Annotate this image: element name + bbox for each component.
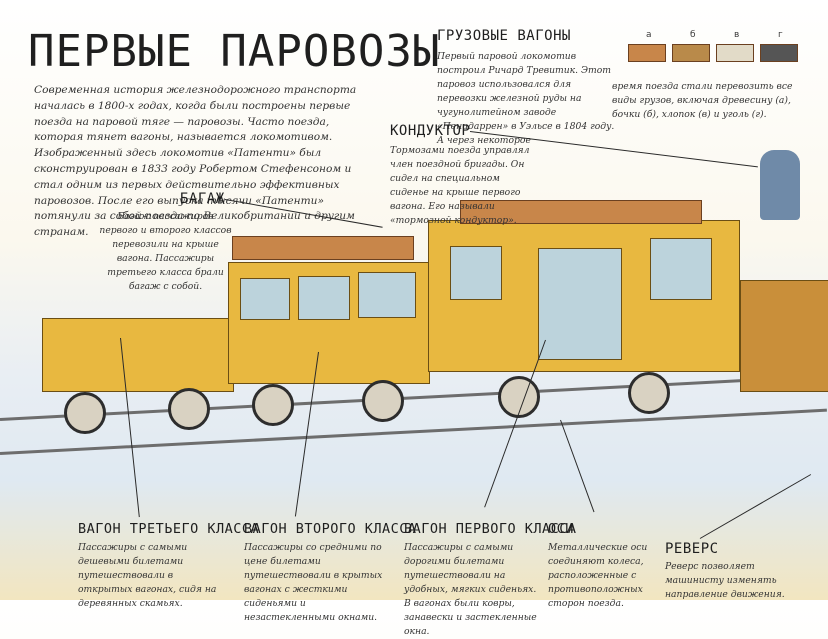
- conductor-heading: КОНДУКТОР: [390, 123, 471, 139]
- freight-legend-text: время поезда стали перевозить все виды г…: [612, 81, 793, 120]
- freight-wagons-icon: а б в г: [624, 30, 804, 74]
- freight-heading: ГРУЗОВЫЕ ВАГОНЫ: [437, 28, 571, 44]
- first-class-window: [538, 248, 622, 360]
- first-class-heading: ВАГОН ПЕРВОГО КЛАССА: [404, 521, 577, 537]
- freight-text: Первый паровой локомотив построил Ричард…: [437, 51, 615, 146]
- second-class-window: [298, 276, 350, 320]
- wagon-label-b: б: [690, 30, 696, 40]
- third-class-car: [42, 318, 234, 392]
- first-class-window: [650, 238, 712, 300]
- conductor-figure: [760, 150, 800, 220]
- wagon-label-c: в: [734, 30, 740, 40]
- locomotive-front: [740, 280, 828, 392]
- conductor-text: Тормозами поезда управлял член поездной …: [390, 145, 530, 226]
- axles-text: Металлические оси соединяют колеса, расп…: [548, 542, 648, 609]
- wheel: [628, 372, 670, 414]
- wheel: [168, 388, 210, 430]
- train-illustration: [0, 150, 828, 455]
- wheel: [252, 384, 294, 426]
- luggage-pile: [460, 200, 702, 224]
- reverse-heading: РЕВЕРС: [665, 541, 719, 557]
- reverse-text: Реверс позволяет машинисту изменять напр…: [665, 561, 785, 600]
- first-class-window: [450, 246, 502, 300]
- baggage-heading: БАГАЖ: [180, 191, 225, 207]
- second-class-heading: ВАГОН ВТОРОГО КЛАССА: [244, 521, 417, 537]
- wagon-label-d: г: [778, 30, 783, 40]
- wheel: [362, 380, 404, 422]
- intro-paragraph: Современная история железнодорожного тра…: [34, 84, 357, 239]
- first-class-text: Пассажиры с самыми дорогими билетами пут…: [404, 542, 537, 637]
- third-class-text: Пассажиры с самыми дешевыми билетами пут…: [78, 542, 217, 609]
- second-class-window: [358, 272, 416, 318]
- rail-lower: [0, 408, 827, 455]
- baggage-text: Багаж пассажиров первого и второго класс…: [99, 211, 232, 292]
- luggage-pile: [232, 236, 414, 260]
- second-class-window: [240, 278, 290, 320]
- wagon-label-a: а: [646, 30, 652, 40]
- wheel: [498, 376, 540, 418]
- wheel: [64, 392, 106, 434]
- third-class-heading: ВАГОН ТРЕТЬЕГО КЛАССА: [78, 521, 260, 537]
- axles-heading: ОСИ: [548, 521, 574, 537]
- page-title: ПЕРВЫЕ ПАРОВОЗЫ: [28, 26, 441, 77]
- second-class-text: Пассажиры со средними по цене билетами п…: [244, 542, 383, 623]
